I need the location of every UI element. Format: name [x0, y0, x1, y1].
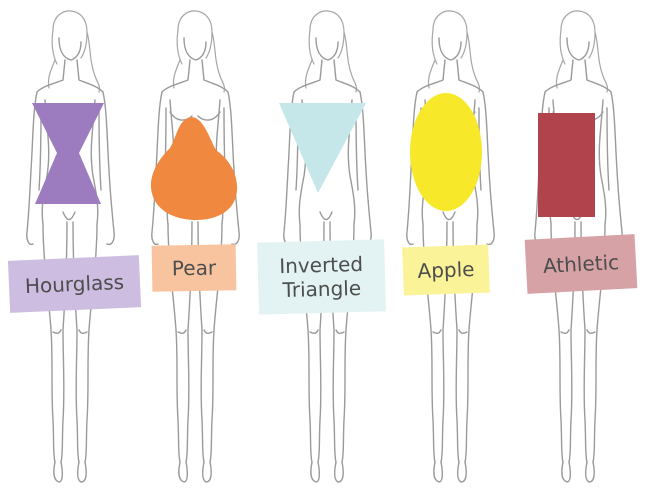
figure-inverted-triangle: Inverted Triangle [257, 0, 392, 498]
label-apple-text: Apple [417, 257, 475, 283]
hourglass-fill [32, 103, 104, 204]
label-pear-text: Pear [171, 255, 217, 281]
pear-fill [150, 117, 238, 220]
figure-hourglass: Hourglass [5, 0, 142, 498]
rectangle-shape [538, 113, 595, 217]
figure-pear: Pear [130, 0, 260, 498]
inverted-triangle-shape [279, 103, 366, 193]
label-athletic-text: Athletic [542, 250, 620, 278]
hourglass-shape [32, 103, 104, 204]
apple-shape [410, 93, 482, 211]
label-inverted-triangle-text: Inverted Triangle [278, 251, 364, 303]
pear-shape [150, 117, 238, 220]
apple-fill [410, 93, 482, 211]
inverted-triangle-fill [279, 103, 366, 193]
figure-athletic: Athletic [513, 0, 643, 498]
label-apple: Apple [402, 244, 490, 296]
label-inverted-triangle: Inverted Triangle [257, 239, 386, 315]
label-pear: Pear [151, 244, 237, 292]
label-athletic: Athletic [524, 234, 638, 294]
label-hourglass-text: Hourglass [24, 269, 125, 299]
rectangle-fill [538, 113, 595, 217]
figure-apple: Apple [385, 0, 515, 498]
label-hourglass: Hourglass [7, 255, 142, 313]
